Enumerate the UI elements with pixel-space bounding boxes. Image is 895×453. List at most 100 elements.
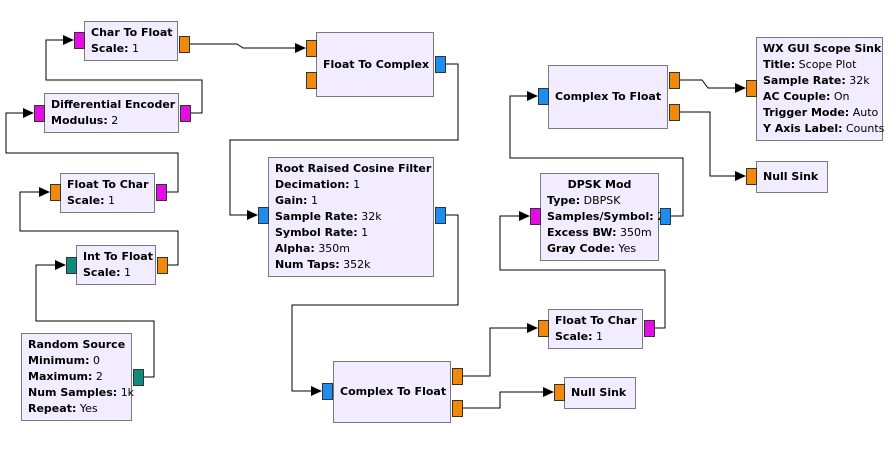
block-params: Modulus: 2 (51, 113, 172, 129)
float-to-char-left-in-port[interactable] (50, 184, 61, 201)
block-param-row: Decimation: 1 (275, 177, 427, 193)
param-key: Minimum: (28, 354, 90, 367)
random-source-out-port[interactable] (133, 369, 144, 386)
block-param-row: Scale: 1 (555, 329, 636, 345)
param-value: 1k (120, 386, 135, 399)
param-key: Maximum: (28, 370, 93, 383)
block-param-row: Excess BW: 350m (547, 225, 652, 241)
param-key: Excess BW: (547, 226, 617, 239)
param-value: 1 (108, 194, 115, 207)
block-title: Random Source (28, 338, 126, 351)
param-value: Counts (846, 122, 885, 135)
rrc-filter-in-port[interactable] (258, 207, 269, 224)
float-to-char-right-out-port[interactable] (644, 320, 655, 337)
float-to-complex-in-port-1[interactable] (306, 72, 317, 89)
wire-int-to-float-to-float-to-char (19, 187, 179, 266)
block-title: Complex To Float (340, 385, 447, 398)
differential-encoder-out-port[interactable] (180, 105, 191, 122)
wire-line (680, 79, 736, 89)
differential-encoder-in-port[interactable] (34, 105, 45, 122)
block-param-row: AC Couple: On (763, 89, 876, 105)
param-value: 350m (620, 226, 652, 239)
param-key: Decimation: (275, 178, 350, 191)
block-param-row: Sample Rate: 32k (763, 73, 876, 89)
param-key: Scale: (67, 194, 105, 207)
wx-scope-sink-in-port[interactable] (746, 80, 757, 97)
param-key: Modulus: (51, 114, 108, 127)
param-key: Gain: (275, 194, 308, 207)
block-param-row: Trigger Mode: Auto (763, 105, 879, 121)
block-param-row: Scale: 1 (91, 41, 171, 57)
param-key: Gray Code: (547, 242, 615, 255)
param-key: Title: (763, 58, 796, 71)
arrowhead-icon (527, 91, 538, 101)
complex-to-float-bottom-out-port-0[interactable] (452, 368, 463, 385)
block-param-row: Scale: 1 (67, 193, 148, 209)
wire-random-source-to-int-to-float (35, 260, 155, 378)
block-param-row: Repeat: Yes (28, 401, 125, 417)
param-value: Yes (618, 242, 637, 255)
float-to-char-left-block[interactable]: Float To Char Scale: 1 (60, 173, 155, 213)
dpsk-mod-out-port[interactable] (660, 208, 671, 225)
float-to-complex-block[interactable]: Float To Complex (316, 32, 434, 97)
differential-encoder-block[interactable]: Differential Encoder Modulus: 2 (44, 93, 179, 133)
wire-rrc-filter-to-complex-to-float-bottom (291, 214, 459, 396)
dpsk-mod-in-port[interactable] (530, 208, 541, 225)
block-title: WX GUI Scope Sink (763, 42, 882, 55)
arrowhead-icon (519, 211, 530, 221)
param-key: Num Taps: (275, 258, 340, 271)
block-title: Float To Char (555, 314, 637, 327)
param-value: 1 (124, 266, 131, 279)
null-sink-bottom-in-port[interactable] (554, 384, 565, 401)
arrowhead-icon (39, 187, 50, 197)
complex-to-float-bottom-in-port[interactable] (322, 383, 333, 400)
char-to-float-block[interactable]: Char To Float Scale: 1 (84, 21, 178, 61)
arrowhead-icon (63, 35, 74, 45)
complex-to-float-top-out-port-1[interactable] (669, 104, 680, 121)
param-value: 1 (353, 178, 361, 191)
arrowhead-icon (311, 386, 322, 396)
int-to-float-out-port[interactable] (157, 257, 168, 274)
float-to-char-right-block[interactable]: Float To Char Scale: 1 (548, 309, 643, 349)
complex-to-float-top-in-port[interactable] (538, 88, 549, 105)
wire-line (45, 39, 203, 114)
int-to-float-block[interactable]: Int To Float Scale: 1 (76, 245, 156, 285)
float-to-complex-in-port-0[interactable] (306, 40, 317, 57)
complex-to-float-top-out-port-0[interactable] (669, 72, 680, 89)
complex-to-float-top-block[interactable]: Complex To Float (548, 65, 668, 129)
param-value: 1 (310, 194, 318, 207)
wire-line (5, 112, 179, 193)
block-param-row: Gray Code: Yes (547, 241, 652, 257)
float-to-char-left-out-port[interactable] (156, 184, 167, 201)
wire-float-to-complex-to-rrc-filter (229, 63, 459, 220)
complex-to-float-bottom-out-port-1[interactable] (452, 400, 463, 417)
block-params: Scale: 1 (67, 193, 148, 209)
wire-line (499, 215, 666, 329)
param-value: 1 (596, 330, 603, 343)
param-value: 350m (318, 242, 351, 255)
float-to-char-right-in-port[interactable] (538, 320, 549, 337)
int-to-float-in-port[interactable] (66, 257, 77, 274)
complex-to-float-bottom-block[interactable]: Complex To Float (333, 361, 451, 423)
char-to-float-out-port[interactable] (179, 36, 190, 53)
rrc-filter-out-port[interactable] (435, 207, 446, 224)
block-param-row: Sample Rate: 32k (275, 209, 427, 225)
param-value: On (833, 90, 850, 103)
null-sink-top-block[interactable]: Null Sink (756, 161, 828, 193)
param-key: Type: (547, 194, 581, 207)
null-sink-top-in-port[interactable] (746, 168, 757, 185)
wire-line (190, 43, 296, 49)
arrowhead-icon (247, 210, 258, 220)
param-value: Auto (852, 106, 879, 119)
block-param-row: Samples/Symbol: 2 (547, 209, 664, 225)
char-to-float-in-port[interactable] (74, 32, 85, 49)
null-sink-bottom-block[interactable]: Null Sink (564, 377, 636, 409)
float-to-complex-out-port[interactable] (435, 56, 446, 73)
block-param-row: Type: DBPSK (547, 193, 652, 209)
